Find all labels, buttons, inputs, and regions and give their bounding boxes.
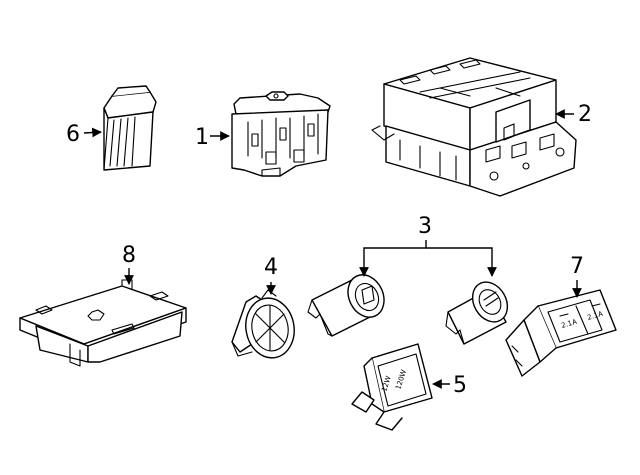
callout-7: 7	[570, 254, 584, 298]
callout-7-label: 7	[570, 254, 584, 279]
callout-6-arrow	[83, 127, 102, 138]
part-3-outlet-left[interactable]	[307, 269, 391, 337]
callout-4-label: 4	[264, 255, 278, 280]
callout-3-arrow-left	[359, 240, 427, 277]
part-1-relay-block[interactable]	[231, 91, 331, 177]
part-8-control-module[interactable]	[19, 279, 187, 367]
callout-3: 3	[359, 214, 497, 277]
callout-1: 1	[195, 125, 230, 150]
part-6-switch[interactable]	[103, 85, 157, 171]
callout-5: 5	[432, 373, 467, 398]
part-5-socket-cover[interactable]: 12W 120W	[351, 343, 433, 431]
callout-6-label: 6	[66, 122, 80, 147]
callout-1-label: 1	[195, 125, 209, 150]
callout-2: 2	[555, 102, 592, 127]
callout-6: 6	[66, 122, 102, 147]
callout-5-label: 5	[453, 373, 467, 398]
callout-8-label: 8	[122, 243, 136, 268]
callout-4: 4	[264, 255, 278, 295]
callout-8: 8	[122, 243, 136, 285]
part-3-outlet-right[interactable]	[445, 276, 514, 345]
callout-3-label: 3	[418, 214, 432, 239]
part-2-junction-block[interactable]	[371, 57, 577, 197]
callout-3-arrow-right	[426, 247, 497, 277]
part-7-usb-charger[interactable]: 2.1A 2.1A	[505, 289, 617, 377]
part-4-round-socket[interactable]	[231, 289, 299, 362]
callout-2-label: 2	[578, 102, 592, 127]
